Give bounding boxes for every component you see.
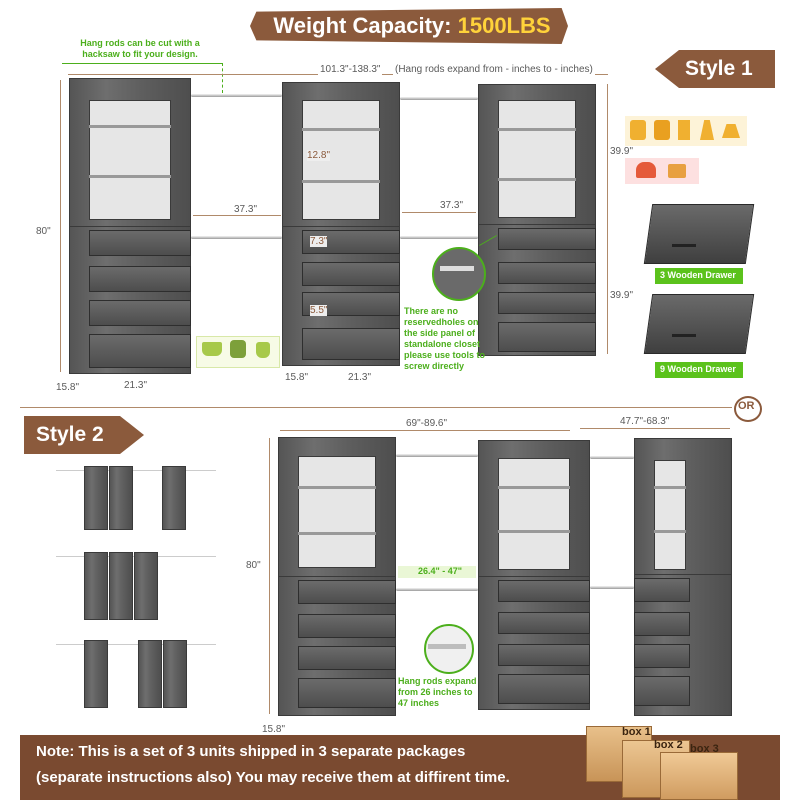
zoom-rod-detail (440, 266, 474, 271)
style1-rod-top-left (191, 94, 282, 97)
drawer-image-9 (643, 294, 755, 354)
style2-label: Style 2 (36, 423, 104, 446)
drawer-handle-9 (672, 334, 696, 337)
style2-rod-bottom-left (396, 588, 478, 591)
or-circle (734, 396, 762, 422)
style1-top-height: 39.9" (610, 146, 634, 157)
footer-note-line1: Note: This is a set of 3 units shipped i… (36, 743, 466, 760)
header-banner (250, 8, 568, 44)
rod-span-left-line (193, 215, 281, 216)
style2-rod-top-left (396, 454, 478, 457)
drawer-3-label: 3 Wooden Drawer (660, 270, 736, 280)
style1-side-line (607, 84, 608, 354)
style1-height: 80" (36, 226, 51, 237)
drawer-9-label: 9 Wooden Drawer (660, 364, 736, 374)
weight-capacity-title: Weight Capacity: 1500LBS (262, 13, 562, 39)
style1-drawer-gap-bottom: 5.5" (310, 305, 328, 316)
drawer-9-tag (655, 362, 743, 378)
style1-bottom-height: 39.9" (610, 290, 634, 301)
style2-rod-note: Hang rods expand from 26 inches to 47 in… (398, 676, 477, 708)
weight-capacity-label: Weight Capacity: (273, 13, 452, 38)
shorts-icon (202, 342, 222, 356)
style1-rod-bottom-left (191, 236, 282, 239)
style1-rod-top-right (400, 97, 478, 100)
box3-label: box 3 (690, 743, 719, 755)
zoom-circle-screw (432, 247, 486, 301)
footer-note-line2: (separate instructions also) You may rec… (36, 769, 510, 786)
box2-label: box 2 (654, 739, 683, 751)
shirt-icon (630, 120, 646, 140)
style2-badge (24, 416, 144, 454)
style2-width-b: 47.7"-68.3" (620, 416, 670, 427)
drawer-image-3 (643, 204, 755, 264)
rod-span-right-line (402, 212, 476, 213)
style2-width-a-line (280, 430, 570, 431)
style1-badge (655, 50, 775, 88)
style2-zoom-circle (424, 624, 474, 674)
socks-icon (256, 342, 270, 358)
box1-label: box 1 (622, 726, 651, 738)
dress-icon (700, 120, 714, 140)
box3-image (660, 752, 738, 800)
style2-rod-bottom-right (590, 586, 634, 589)
style2-zoom-rod (428, 644, 466, 649)
onesie-icon (230, 340, 246, 358)
style1-width-mid: 21.3" (348, 372, 372, 383)
or-label: OR (738, 400, 755, 412)
style1-depth-left: 15.8" (56, 382, 80, 393)
style1-rod-bottom-right (400, 236, 478, 239)
holes-note: There are no reservedholes on the side p… (404, 306, 486, 371)
style1-label: Style 1 (685, 57, 753, 80)
style1-rod-span-right: 37.3" (440, 200, 464, 211)
note-pointer (222, 63, 223, 93)
jacket-icon (654, 120, 670, 140)
style2-width-b-line (580, 428, 730, 429)
skirt-icon (722, 124, 740, 138)
style1-shelf-gap: 12.8" (307, 150, 331, 161)
style1-width-left: 21.3" (124, 380, 148, 391)
or-divider-line (20, 407, 732, 408)
style1-total-width: 101.3"-138.3" (318, 64, 383, 75)
style2-rod-span: 26.4" - 47" (418, 566, 463, 576)
style1-depth-mid: 15.8" (285, 372, 309, 383)
style1-rod-span-left: 37.3" (234, 204, 258, 215)
drawer-handle-3 (672, 244, 696, 247)
rod-span-arrow (398, 566, 476, 578)
drawer-3-tag (655, 268, 743, 284)
hang-rod-note: Hang rods can be cut with a hacksaw to f… (80, 38, 200, 59)
style1-drawer-gap-top: 7.3" (310, 236, 328, 247)
style1-height-line (60, 80, 61, 372)
hat-icon (636, 162, 656, 178)
style2-height-line (269, 438, 270, 714)
weight-capacity-value: 1500LBS (457, 13, 551, 38)
note-underline (62, 63, 222, 64)
pants-icon (678, 120, 690, 140)
style2-height: 80" (246, 560, 261, 571)
style2-width-a: 69"-89.6" (406, 418, 448, 429)
style1-expand-note: (Hang rods expand from - inches to - inc… (393, 64, 595, 75)
style2-depth: 15.8" (262, 724, 286, 735)
handbag-icon (668, 164, 686, 178)
style2-rod-top-right (590, 456, 634, 459)
